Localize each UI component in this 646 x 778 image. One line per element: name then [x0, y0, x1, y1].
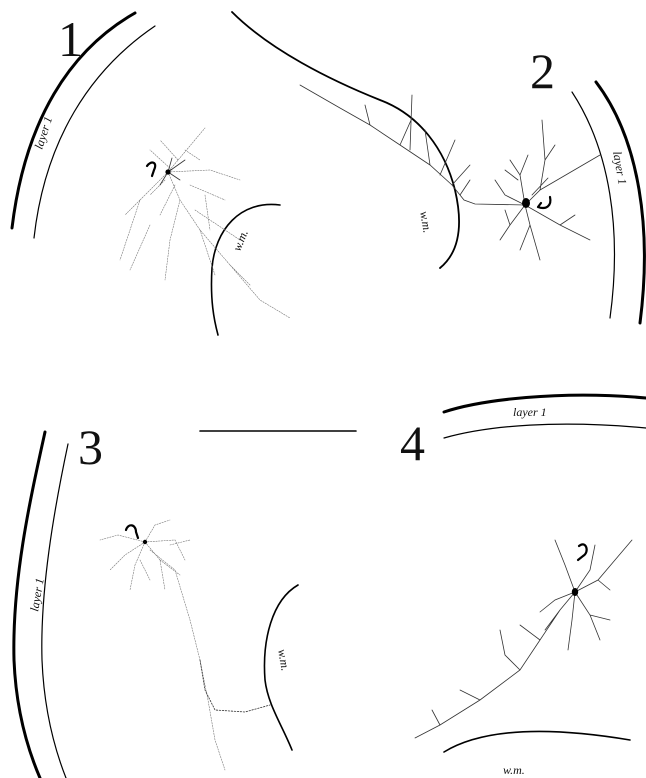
panel-3-wm-label: w.m.	[275, 648, 293, 672]
panel-1-white-matter-boundary	[211, 204, 280, 335]
panel-4-number: 4	[400, 415, 425, 471]
panel-3-soma	[143, 540, 147, 544]
panel-4-white-matter-boundary	[444, 731, 630, 752]
panel-4-dendrites	[415, 540, 632, 738]
panel-2: 2 layer 1 w.m.	[232, 12, 644, 323]
panel-1-dendrites	[120, 128, 290, 318]
panel-3: 3 layer 1 w.m.	[14, 419, 356, 778]
panel-3-number: 3	[78, 419, 103, 475]
panel-4-neuron	[415, 540, 632, 738]
panel-1-neuron	[120, 128, 290, 318]
panel-3-dendrites	[100, 520, 225, 770]
panel-2-arrow-icon	[538, 197, 550, 208]
panel-4-arrow-icon	[578, 544, 587, 560]
panel-1-layer1-boundary	[34, 26, 155, 238]
panel-2-layer1-boundary	[572, 92, 614, 318]
panel-1-soma	[165, 169, 170, 174]
panel-1-wm-label: w.m.	[230, 228, 251, 253]
panel-1: 1 layer 1 w.m.	[12, 11, 290, 335]
panel-3-neuron	[100, 520, 270, 770]
panel-2-number: 2	[530, 43, 555, 99]
panel-2-dendrites	[495, 120, 600, 260]
panel-3-layer1-boundary	[42, 444, 68, 778]
panel-1-arrow-icon	[147, 163, 155, 176]
panel-2-soma	[522, 198, 530, 208]
panel-2-wm-label: w.m.	[417, 210, 435, 234]
panel-4-soma	[572, 588, 578, 596]
panel-2-pial-surface-line	[596, 82, 644, 323]
panel-2-layer-label: layer 1	[610, 150, 630, 186]
panel-3-axon	[200, 660, 270, 712]
panel-4: 4 layer 1 w.m.	[400, 395, 646, 777]
panel-3-arrow-icon	[126, 525, 138, 538]
panel-4-layer-label: layer 1	[513, 405, 547, 419]
panel-1-layer-label: layer 1	[32, 115, 56, 151]
panel-2-axon	[300, 85, 525, 205]
panel-4-wm-label: w.m.	[503, 763, 525, 777]
panel-4-layer1-boundary	[444, 424, 646, 438]
